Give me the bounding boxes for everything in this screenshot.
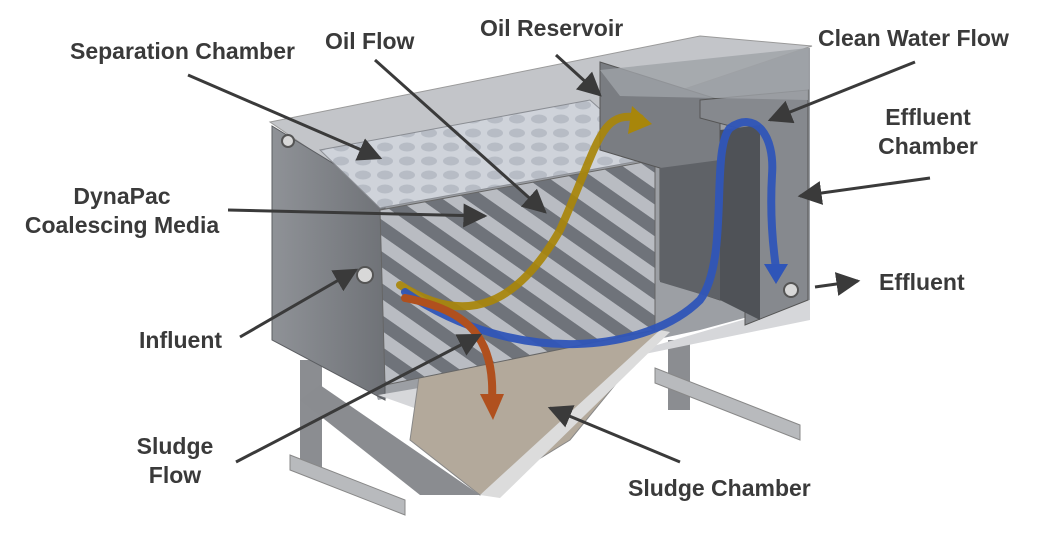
vent-port bbox=[281, 134, 295, 148]
label-dynapac-line1: DynaPac bbox=[73, 183, 171, 209]
oil-flow-arrowhead bbox=[628, 106, 652, 134]
label-oil-reservoir: Oil Reservoir bbox=[480, 15, 624, 41]
label-sludge-flow-line1: Sludge bbox=[136, 433, 214, 459]
label-oil-flow: Oil Flow bbox=[325, 28, 415, 54]
effluent-port bbox=[783, 282, 799, 298]
sludge-flow-arrow bbox=[401, 294, 497, 404]
label-clean-water-flow: Clean Water Flow bbox=[818, 25, 1009, 51]
label-separation-chamber: Separation Chamber bbox=[70, 38, 295, 64]
label-influent: Influent bbox=[139, 327, 223, 353]
influent-port bbox=[356, 266, 374, 284]
label-effluent: Effluent bbox=[879, 269, 965, 295]
clean-water-arrowhead bbox=[764, 264, 788, 284]
clean-water-flow-arrow bbox=[401, 118, 780, 349]
label-dynapac-media: DynaPac Coalescing Media bbox=[18, 182, 226, 240]
label-dynapac-line2: Coalescing Media bbox=[24, 212, 220, 238]
support-legs bbox=[289, 340, 801, 516]
sludge-flow-arrowhead bbox=[480, 394, 504, 420]
label-effluent-chamber-line2: Chamber bbox=[878, 133, 978, 159]
label-effluent-chamber: Effluent Chamber bbox=[868, 103, 988, 161]
label-sludge-chamber: Sludge Chamber bbox=[628, 475, 811, 501]
label-sludge-flow-line2: Flow bbox=[148, 462, 202, 488]
label-sludge-flow: Sludge Flow bbox=[125, 432, 225, 490]
oil-flow-arrow bbox=[396, 112, 644, 311]
leader-lines bbox=[187, 53, 931, 464]
label-effluent-chamber-line1: Effluent bbox=[885, 104, 971, 130]
